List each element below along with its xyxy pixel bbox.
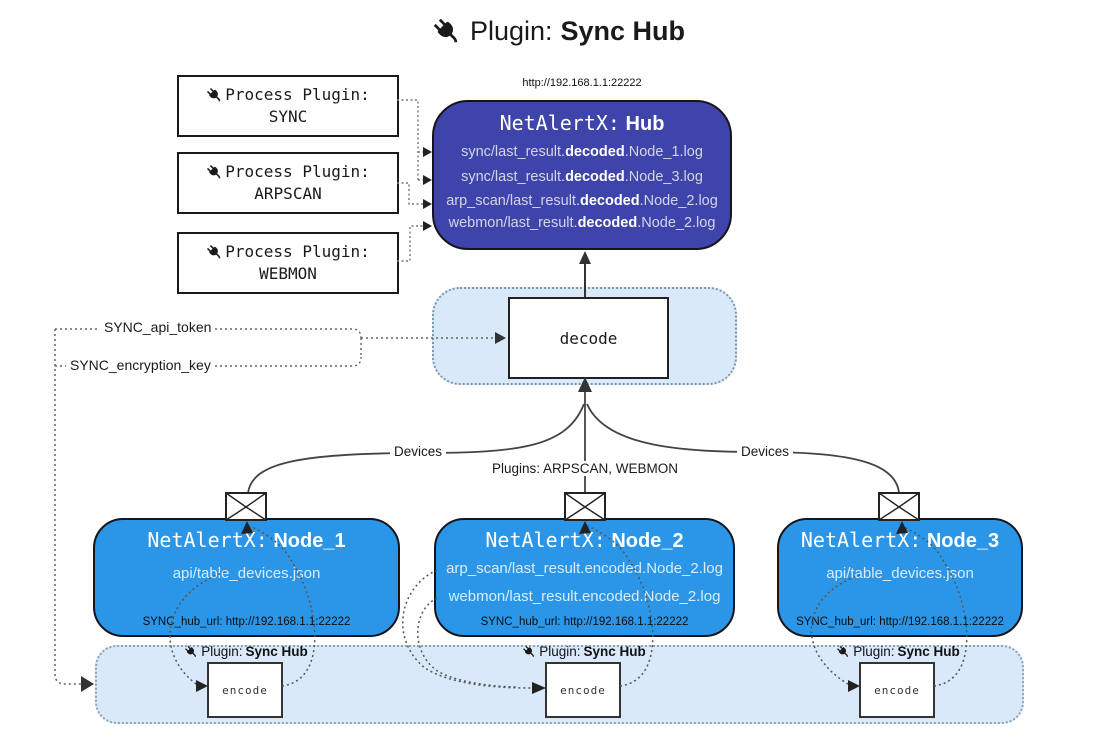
hub-title: NetAlertX: Hub bbox=[500, 111, 665, 136]
decode-box: decode bbox=[508, 297, 669, 379]
plug-icon bbox=[523, 645, 534, 657]
node-1-title: NetAlertX: Node_1 bbox=[147, 528, 346, 552]
process-plugin-sync: Process Plugin: SYNC bbox=[177, 75, 399, 137]
process-plugin-name: ARPSCAN bbox=[254, 184, 322, 203]
node-1-hub-url: SYNC_hub_url: http://192.168.1.1:22222 bbox=[142, 616, 351, 628]
hub-file: sync/last_result.decoded.Node_1.log bbox=[461, 144, 703, 160]
encode-section-label: Plugin: Sync Hub bbox=[184, 644, 308, 659]
encode-section-label: Plugin: Sync Hub bbox=[836, 644, 960, 659]
plug-icon bbox=[207, 87, 221, 101]
encode-section-label: Plugin: Sync Hub bbox=[522, 644, 646, 659]
process-plugin-webmon: Process Plugin: WEBMON bbox=[177, 232, 399, 294]
sync-api-token-label: SYNC_api_token bbox=[100, 319, 216, 335]
plugins-label-center: Plugins: ARPSCAN, WEBMON bbox=[487, 461, 683, 476]
process-plugin-label: Process Plugin: bbox=[225, 85, 370, 104]
process-plugin-name: SYNC bbox=[268, 107, 308, 126]
devices-label-right: Devices bbox=[736, 444, 794, 459]
devices-label-left: Devices bbox=[389, 444, 447, 459]
encode-box-2: encode bbox=[545, 662, 621, 718]
envelope-icon bbox=[225, 492, 920, 521]
process-plugin-arpscan: Process Plugin: ARPSCAN bbox=[177, 152, 399, 214]
encode-box-1: encode bbox=[207, 662, 283, 718]
node-3-box: NetAlertX: Node_3 api/table_devices.json… bbox=[777, 518, 1023, 637]
sync-encryption-key-label: SYNC_encryption_key bbox=[66, 357, 215, 373]
plug-icon bbox=[433, 18, 458, 42]
node-1-box: NetAlertX: Node_1 api/table_devices.json… bbox=[93, 518, 400, 637]
title-prefix: Plugin: bbox=[469, 16, 553, 46]
node-2-file: arp_scan/last_result.encoded.Node_2.log bbox=[446, 560, 723, 577]
node-2-box: NetAlertX: Node_2 arp_scan/last_result.e… bbox=[434, 518, 735, 637]
hub-file: arp_scan/last_result.decoded.Node_2.log bbox=[446, 193, 718, 209]
node-1-file: api/table_devices.json bbox=[172, 565, 321, 582]
page-title: Plugin: Sync Hub bbox=[0, 16, 1117, 47]
process-plugin-name: WEBMON bbox=[259, 264, 317, 283]
encode-box-3: encode bbox=[859, 662, 935, 718]
title-name: Sync Hub bbox=[560, 16, 686, 46]
hub-file: webmon/last_result.decoded.Node_2.log bbox=[448, 215, 716, 231]
node-2-file: webmon/last_result.encoded.Node_2.log bbox=[448, 588, 721, 605]
hub-file-list: sync/last_result.decoded.Node_1.log sync… bbox=[434, 140, 730, 234]
plug-icon bbox=[207, 244, 221, 258]
hub-title-name: Hub bbox=[625, 113, 665, 135]
plug-icon bbox=[185, 645, 196, 657]
node-3-title: NetAlertX: Node_3 bbox=[800, 528, 1000, 552]
plug-icon bbox=[207, 164, 221, 178]
process-plugin-label: Process Plugin: bbox=[225, 162, 370, 181]
process-plugin-label: Process Plugin: bbox=[225, 242, 370, 261]
plug-icon bbox=[837, 645, 848, 657]
node-2-title: NetAlertX: Node_2 bbox=[485, 528, 684, 552]
hub-url: http://192.168.1.1:22222 bbox=[522, 77, 642, 89]
hub-title-prefix: NetAlertX: bbox=[499, 111, 620, 135]
node-3-hub-url: SYNC_hub_url: http://192.168.1.1:22222 bbox=[796, 616, 1004, 628]
hub-file: sync/last_result.decoded.Node_3.log bbox=[461, 169, 703, 185]
hub-box: NetAlertX: Hub sync/last_result.decoded.… bbox=[432, 100, 732, 250]
node-3-file: api/table_devices.json bbox=[826, 565, 974, 582]
node-2-hub-url: SYNC_hub_url: http://192.168.1.1:22222 bbox=[480, 616, 689, 628]
